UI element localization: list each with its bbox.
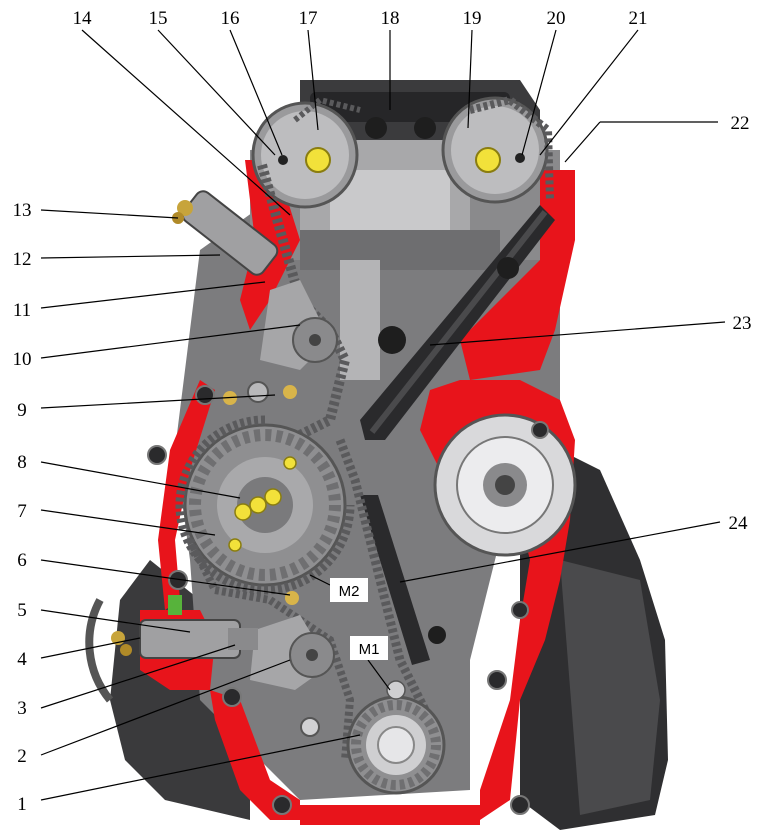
marker-m2-label: M2 [339, 583, 360, 600]
callout-20: 20 [547, 8, 566, 29]
callout-16: 16 [221, 8, 240, 29]
upper-tensioner [172, 190, 279, 276]
water-pump [433, 413, 577, 557]
callout-23: 23 [733, 313, 752, 334]
callout-2: 2 [17, 746, 27, 767]
callout-8: 8 [17, 452, 27, 473]
marker-m1-label: M1 [359, 641, 380, 658]
callout-labels: 1 2 3 4 5 6 7 8 9 10 11 12 13 14 15 16 1… [13, 8, 752, 815]
callout-24: 24 [729, 513, 749, 534]
upper-tensioner-lever [260, 280, 338, 370]
callout-7: 7 [17, 501, 27, 522]
marker-m2: M2 [330, 578, 368, 602]
callout-5: 5 [17, 600, 27, 621]
callout-15: 15 [149, 8, 168, 29]
callout-4: 4 [17, 649, 27, 670]
cover-bolts-top [365, 117, 436, 139]
callout-13: 13 [13, 200, 32, 221]
upper-chain-guide [360, 205, 555, 440]
callout-22: 22 [731, 113, 750, 134]
callout-17: 17 [299, 8, 318, 29]
lower-chain-guide [360, 495, 430, 665]
callout-1: 1 [17, 794, 27, 815]
callout-6: 6 [17, 550, 27, 571]
callout-18: 18 [381, 8, 400, 29]
callout-11: 11 [13, 300, 31, 321]
lower-tensioner-lever [250, 615, 335, 690]
callout-21: 21 [629, 8, 648, 29]
intermediate-sprocket [183, 423, 347, 587]
crankshaft-sprocket [346, 680, 446, 795]
callout-14: 14 [73, 8, 93, 29]
leader-lines [40, 29, 726, 801]
marker-m1: M1 [350, 636, 388, 660]
callout-19: 19 [463, 8, 482, 29]
callout-10: 10 [13, 349, 32, 370]
callout-12: 12 [13, 249, 32, 270]
callout-9: 9 [17, 400, 27, 421]
intake-cam-sprocket [251, 101, 359, 209]
cover-bolts [147, 381, 549, 815]
callout-3: 3 [17, 698, 27, 719]
lower-tensioner [111, 595, 258, 659]
exhaust-cam-sprocket [441, 96, 549, 204]
